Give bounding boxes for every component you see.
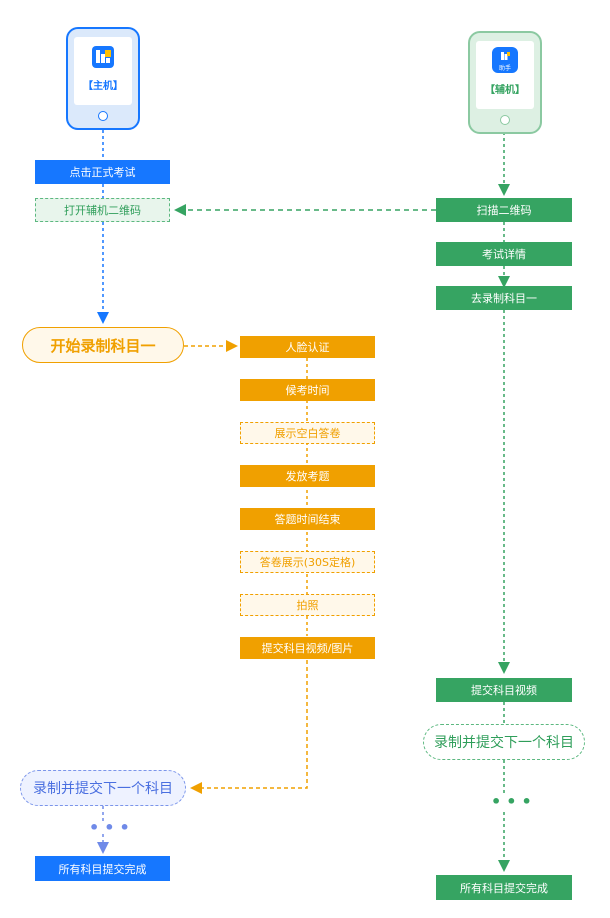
main-phone-screen: 【主机】 (74, 37, 132, 105)
main-step-click-exam: 点击正式考试 (35, 160, 170, 184)
aux-phone: 助手 【辅机】 (468, 31, 542, 134)
aux-phone-screen: 助手 【辅机】 (476, 41, 534, 109)
flow-step-time-end: 答题时间结束 (240, 508, 375, 530)
main-app-logo-icon (92, 46, 114, 68)
aux-app-logo-icon (501, 52, 510, 60)
line-flow-to-next (190, 660, 308, 794)
flow-step-face-auth: 人脸认证 (240, 336, 375, 358)
main-step-record-next: 录制并提交下一个科目 (20, 770, 186, 806)
main-phone: 【主机】 (66, 27, 140, 130)
aux-app-icon-text: 助手 (498, 65, 511, 72)
main-more-dots: ••• (89, 818, 135, 837)
aux-more-dots: ••• (491, 792, 537, 811)
flow-step-show-answers: 答卷展示(30S定格) (240, 551, 375, 573)
aux-step-all-done: 所有科目提交完成 (436, 875, 572, 900)
main-step-open-qr: 打开辅机二维码 (35, 198, 170, 222)
flow-step-photo: 拍照 (240, 594, 375, 616)
main-phone-home-button (98, 111, 108, 121)
flow-step-show-blank-sheet: 展示空白答卷 (240, 422, 375, 444)
aux-phone-label: 【辅机】 (485, 85, 525, 96)
main-step-start-record: 开始录制科目一 (22, 327, 184, 363)
aux-step-go-record: 去录制科目一 (436, 286, 572, 310)
aux-phone-home-button (500, 115, 510, 125)
aux-app-icon: 助手 (492, 47, 518, 73)
main-app-icon (91, 45, 115, 69)
flow-step-issue-questions: 发放考题 (240, 465, 375, 487)
aux-step-scan-qr: 扫描二维码 (436, 198, 572, 222)
flow-step-submit-media: 提交科目视频/图片 (240, 637, 375, 659)
aux-step-exam-detail: 考试详情 (436, 242, 572, 266)
main-phone-label: 【主机】 (83, 81, 123, 92)
aux-step-submit-video: 提交科目视频 (436, 678, 572, 702)
flow-step-wait-time: 候考时间 (240, 379, 375, 401)
main-step-all-done: 所有科目提交完成 (35, 856, 170, 881)
aux-step-record-next: 录制并提交下一个科目 (423, 724, 585, 760)
